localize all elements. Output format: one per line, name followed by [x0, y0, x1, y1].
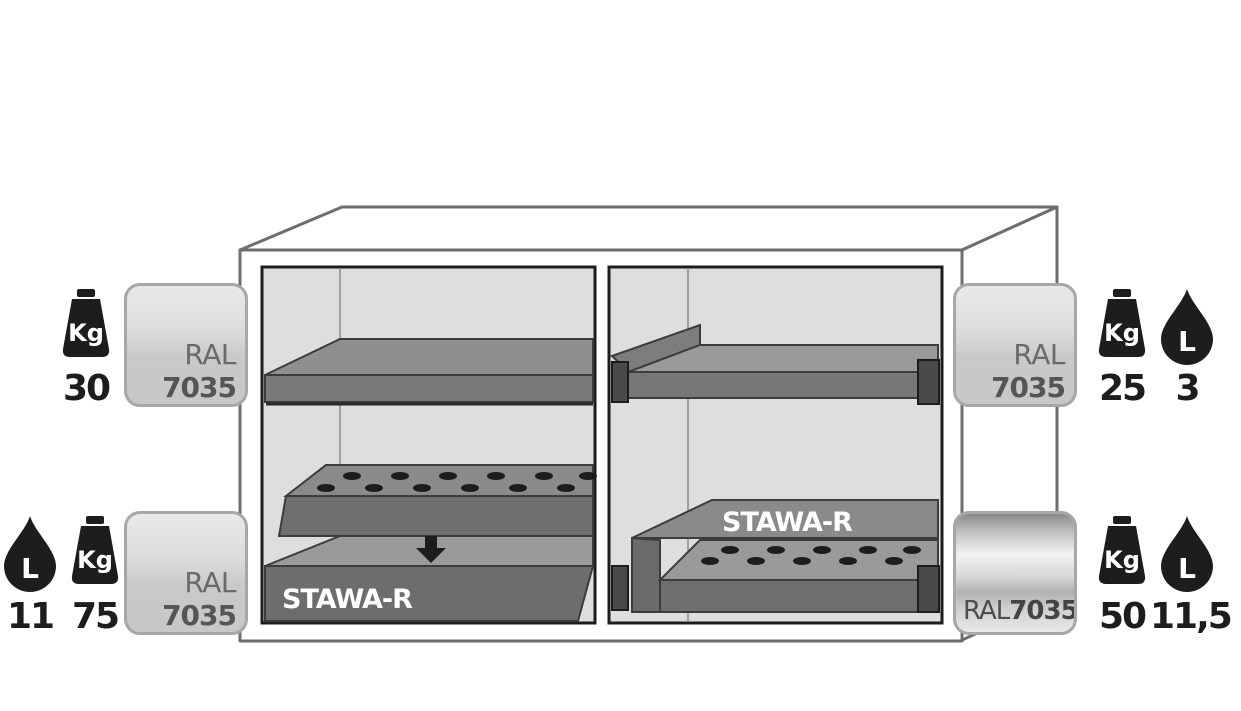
swatch-ral-code: 7035 — [162, 599, 237, 632]
perforation-hole — [557, 484, 575, 492]
swatch-ral-code: 7035 — [991, 371, 1066, 404]
sump-label-left: STAWA-R — [282, 584, 413, 615]
perforation-hole — [903, 546, 921, 554]
swatch-ral-code: 7035 — [1009, 596, 1077, 626]
perforation-hole — [365, 484, 383, 492]
perforation-hole — [721, 546, 739, 554]
swatch-ral-inline: RAL7035 — [963, 596, 1077, 626]
liquid-value-top-right: 3 — [1175, 368, 1200, 409]
swatch-ral-label: RAL — [184, 566, 236, 599]
perforation-hole — [813, 546, 831, 554]
perforation-hole — [793, 557, 811, 565]
perforation-hole — [439, 472, 457, 480]
perforation-hole — [487, 472, 505, 480]
weight-icon: Kg — [1098, 516, 1146, 584]
perforation-hole — [391, 472, 409, 480]
left-compartment — [260, 265, 597, 625]
perforation-hole — [461, 484, 479, 492]
perforation-hole — [767, 546, 785, 554]
perforation-hole — [859, 546, 877, 554]
weight-value-bottom-right: 50 — [1098, 596, 1147, 637]
perforation-holes-left — [317, 472, 597, 492]
weight-value-top-right: 25 — [1098, 368, 1147, 409]
liquid-icon-label: L — [21, 552, 39, 585]
perforation-hole — [535, 472, 553, 480]
swatch-ral-code: 7035 — [162, 371, 237, 404]
swatch-ral-label: RAL — [184, 338, 236, 371]
perforation-hole — [747, 557, 765, 565]
weight-icon-label: Kg — [77, 546, 113, 574]
weight-value-top-left: 30 — [62, 368, 111, 409]
perforation-hole — [343, 472, 361, 480]
color-swatch-bottom-right: RAL7035 — [953, 511, 1077, 635]
liquid-drop-icon: L — [4, 516, 56, 592]
swatch-ral-label: RAL — [963, 596, 1010, 626]
weight-value-bottom-left: 75 — [71, 596, 120, 637]
sump-label-right: STAWA-R — [722, 507, 853, 538]
color-swatch-top-left: RAL 7035 — [124, 283, 248, 407]
perforation-hole — [317, 484, 335, 492]
color-swatch-top-right: RAL 7035 — [953, 283, 1077, 407]
liquid-icon-label: L — [1178, 325, 1196, 358]
liquid-icon-label: L — [1178, 552, 1196, 585]
perforation-hole — [579, 472, 597, 480]
down-arrow-icon — [416, 536, 446, 563]
perforation-hole — [839, 557, 857, 565]
weight-icon: Kg — [71, 516, 119, 584]
weight-icon: Kg — [1098, 289, 1146, 357]
liquid-drop-icon: L — [1161, 516, 1213, 592]
perforation-hole — [701, 557, 719, 565]
swatch-ral-label: RAL — [1013, 338, 1065, 371]
liquid-value-bottom-left: 11 — [6, 596, 55, 637]
perforation-hole — [885, 557, 903, 565]
weight-icon-label: Kg — [1104, 546, 1140, 574]
weight-icon-label: Kg — [1104, 319, 1140, 347]
color-swatch-bottom-left: RAL 7035 — [124, 511, 248, 635]
liquid-drop-icon: L — [1161, 289, 1213, 365]
weight-icon-label: Kg — [68, 319, 104, 347]
weight-icon: Kg — [62, 289, 110, 357]
perforation-hole — [413, 484, 431, 492]
right-compartment — [607, 265, 944, 625]
perforation-holes-right — [701, 546, 921, 565]
liquid-value-bottom-right: 11,5 — [1150, 596, 1233, 637]
perforation-hole — [509, 484, 527, 492]
